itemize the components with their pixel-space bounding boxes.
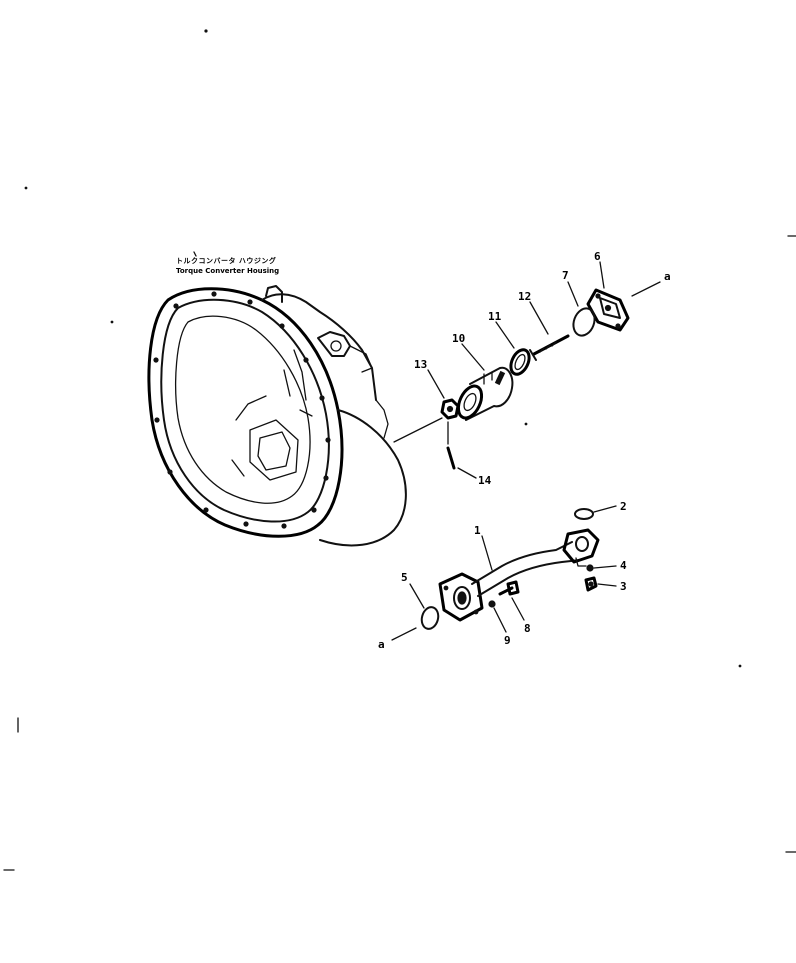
leader-13 xyxy=(427,369,445,399)
caption-leader xyxy=(193,251,197,257)
callout-7: 7 xyxy=(562,269,569,282)
callout-1: 1 xyxy=(474,524,481,537)
callout-3: 3 xyxy=(620,580,627,593)
leader-12 xyxy=(529,301,549,335)
callout-8: 8 xyxy=(524,622,531,635)
leader-3 xyxy=(597,583,617,587)
leader-9 xyxy=(493,607,507,633)
callout-9: 9 xyxy=(504,634,511,647)
ref-a-bottom-leader xyxy=(391,627,417,641)
part-7-o-ring xyxy=(572,307,596,337)
leader-11 xyxy=(495,321,515,349)
caption-english: Torque Converter Housing xyxy=(176,267,279,275)
part-3-bolt xyxy=(584,576,598,592)
leader-6 xyxy=(599,261,605,289)
part-1-oil-pipe xyxy=(438,528,600,622)
part-2-o-ring xyxy=(574,508,594,520)
scan-artifacts xyxy=(3,29,796,871)
leader-4 xyxy=(593,565,617,569)
leader-5 xyxy=(409,583,425,609)
leader-14 xyxy=(457,467,477,479)
ref-a-bottom: a xyxy=(378,638,385,651)
part-11-seal-ring xyxy=(509,348,531,376)
callout-6: 6 xyxy=(594,250,601,263)
part-9-washer xyxy=(488,600,496,608)
part-5-o-ring xyxy=(420,606,440,630)
caption-japanese: トルクコンバータ ハウジング xyxy=(176,256,276,265)
part-12-pin xyxy=(529,334,570,361)
callout-12: 12 xyxy=(518,290,531,303)
part-4-washer xyxy=(586,564,594,572)
ref-a-top-leader xyxy=(631,281,661,297)
housing-bolt-holes xyxy=(153,291,331,529)
callout-5: 5 xyxy=(401,571,408,584)
callout-13: 13 xyxy=(414,358,427,371)
part-8-bolt xyxy=(498,580,520,596)
callout-14: 14 xyxy=(478,474,492,487)
torque-converter-housing xyxy=(147,285,443,547)
part-10-strainer xyxy=(456,366,514,421)
part-14-pin xyxy=(446,421,456,470)
part-13-nut xyxy=(440,398,460,420)
part-6-cover-plate xyxy=(586,288,630,332)
leader-2 xyxy=(593,505,617,513)
callout-11: 11 xyxy=(488,310,502,323)
callout-4: 4 xyxy=(620,559,627,572)
callout-2: 2 xyxy=(620,500,627,513)
leader-7 xyxy=(567,281,579,307)
leader-10 xyxy=(461,343,485,371)
leader-1 xyxy=(481,535,493,571)
ref-a-top: a xyxy=(664,270,671,283)
callout-10: 10 xyxy=(452,332,465,345)
leader-8 xyxy=(511,597,525,621)
